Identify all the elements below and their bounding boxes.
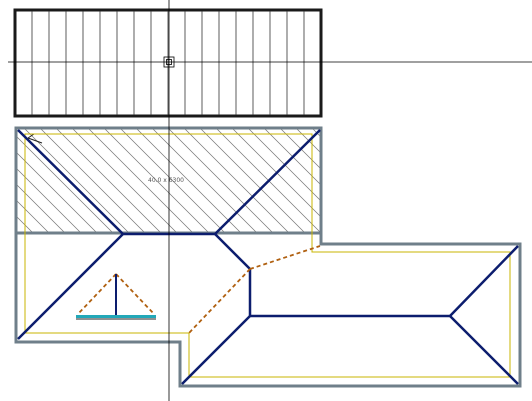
hatch-line [55,128,163,234]
hatch-line [17,152,99,234]
rafter-plan-outline [13,8,323,118]
hatch-line [135,128,243,234]
hatch-line [0,128,2,234]
hatch-line [17,168,83,234]
origin-marker-icon [163,56,175,68]
rafter-lines [31,11,305,115]
hatched-roof-section[interactable]: 40.0 x 6300 [0,128,434,234]
hatch-line [23,128,131,234]
hatch-line [17,184,67,234]
hatch-line [167,128,275,234]
area-label: 40.0 x 6300 [148,177,184,184]
hatch-line [263,128,321,186]
hip-ridge-lines [17,129,519,385]
hatch-line [119,128,227,234]
hatch-line [295,128,321,154]
rafter-plan-panel[interactable] [13,8,323,118]
hatch-line [183,128,291,234]
hatch-line [87,128,195,234]
hatch-line [151,128,259,234]
arrow-icon [27,133,43,144]
hatch-line [279,128,321,170]
wall-outline [14,126,522,388]
section-marker-icon[interactable] [76,274,156,320]
hatch-pattern [0,128,434,234]
valley-lines [77,245,321,334]
hatch-line [247,128,321,202]
hatch-line [311,128,321,138]
hatch-line [103,128,211,234]
hatch-line [17,200,51,234]
hatch-line [71,128,179,234]
hatch-line [39,128,147,234]
hatch-line [328,128,434,234]
hatch-line [199,128,307,234]
hatch-line [17,136,115,234]
